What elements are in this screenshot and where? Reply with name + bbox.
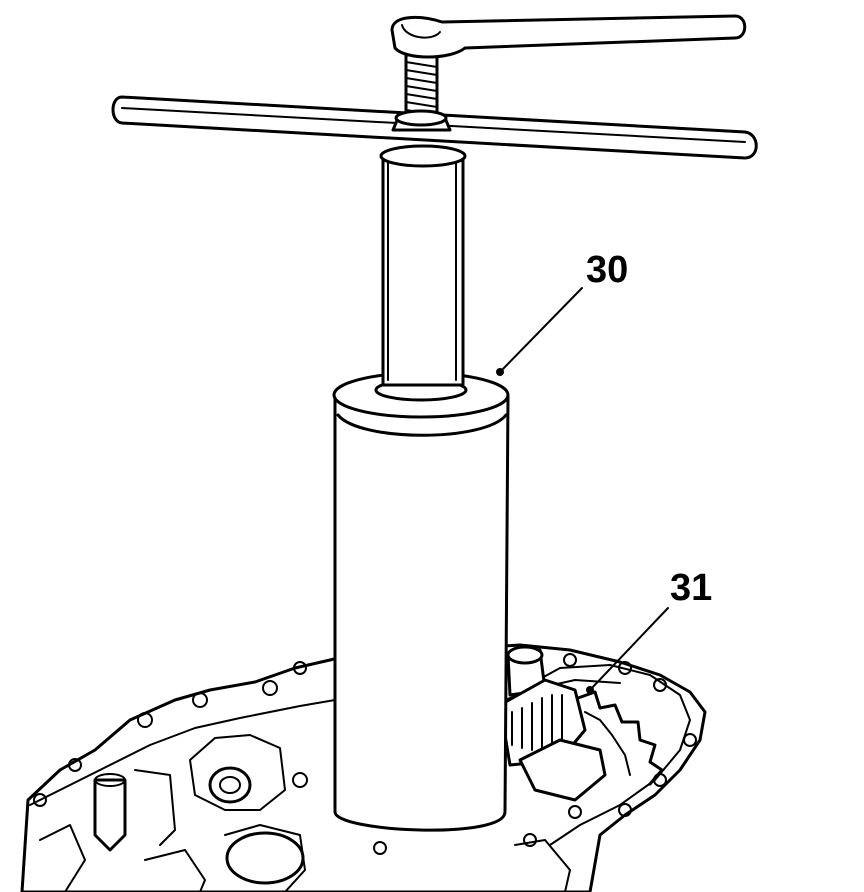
installer-sleeve xyxy=(332,371,510,832)
screw-top-handle xyxy=(390,14,747,59)
forcing-screw xyxy=(391,53,452,132)
callout-31: 31 xyxy=(586,567,712,694)
callout-30-label: 30 xyxy=(586,249,628,291)
installer-shaft xyxy=(379,144,467,387)
callout-30: 30 xyxy=(496,249,628,376)
callout-31-label: 31 xyxy=(670,567,712,609)
